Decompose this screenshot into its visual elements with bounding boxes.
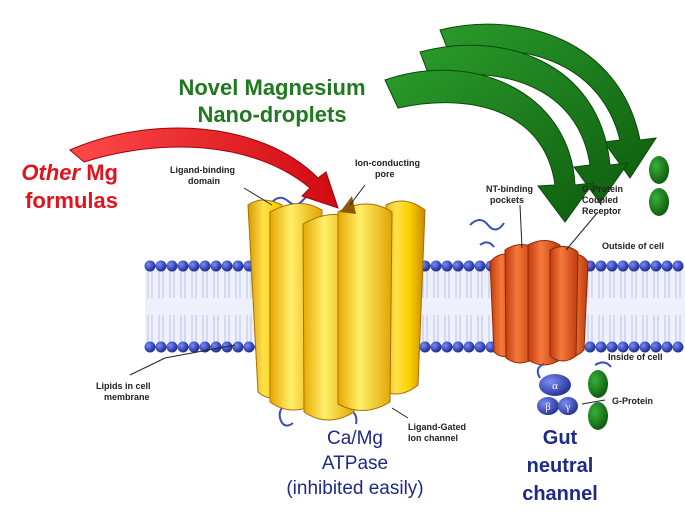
lipid-head	[584, 341, 596, 353]
lipid-head	[617, 341, 629, 353]
lipid-head	[606, 260, 618, 272]
gpcr-label-2: Coupled	[582, 195, 618, 205]
lipid-head	[221, 260, 233, 272]
lipid-head	[595, 260, 607, 272]
lgic-label-2: Ion channel	[408, 433, 458, 443]
lipid-head	[166, 341, 178, 353]
green-oval-top	[649, 156, 669, 184]
lipid-head	[419, 341, 431, 353]
lipid-head	[155, 260, 167, 272]
lipid-head	[441, 341, 453, 353]
lipid-head	[672, 341, 684, 353]
lipid-head	[243, 341, 255, 353]
lipid-head	[166, 260, 178, 272]
lipid-head	[452, 260, 464, 272]
lipid-head	[177, 260, 189, 272]
lipid-head	[188, 260, 200, 272]
ligand-binding-label: Ligand-binding	[170, 165, 235, 175]
green-oval-g1	[588, 370, 608, 398]
gut-label-3: channel	[522, 483, 598, 505]
green-arrow-front	[384, 69, 595, 223]
gut-label-1: Gut	[543, 427, 578, 449]
lipid-head	[210, 341, 222, 353]
lipid-head	[430, 260, 442, 272]
gamma-label: γ	[565, 402, 571, 413]
lipid-head	[210, 260, 222, 272]
novel-heading-line1: Novel Magnesium	[178, 75, 365, 100]
gpcr-receptor	[489, 240, 589, 366]
lipid-head	[617, 260, 629, 272]
lipid-head	[606, 341, 618, 353]
lipid-head	[595, 341, 607, 353]
other-rest: Mg	[80, 160, 118, 185]
gpcr-label-1: G-Protein	[582, 184, 623, 194]
gut-label-2: neutral	[527, 455, 594, 477]
lipid-head	[650, 260, 662, 272]
lipid-head	[639, 260, 651, 272]
lipid-head	[177, 341, 189, 353]
lipid-head	[232, 260, 244, 272]
ion-pore-label: Ion-conducting	[355, 158, 420, 168]
lipid-head	[232, 341, 244, 353]
camg-label-3: (inhibited easily)	[286, 478, 423, 499]
lipid-head	[221, 341, 233, 353]
lipid-head	[430, 341, 442, 353]
ligand-binding-domain-label: domain	[188, 176, 220, 186]
lipid-head	[155, 341, 167, 353]
green-arrow-middle	[419, 44, 630, 204]
g-protein-label: G-Protein	[612, 396, 653, 406]
lipid-head	[144, 341, 156, 353]
camg-label-1: Ca/Mg	[327, 428, 383, 449]
alpha-subunit	[539, 374, 571, 396]
lipid-head	[188, 341, 200, 353]
green-oval-mid	[649, 188, 669, 216]
novel-heading-line2: Nano-droplets	[197, 102, 346, 127]
lipid-head	[650, 341, 662, 353]
g-protein-subunits: α β γ	[536, 363, 578, 415]
lipid-head	[661, 341, 673, 353]
lipid-head	[463, 260, 475, 272]
green-ovals	[588, 156, 669, 430]
gamma-subunit	[558, 397, 578, 415]
lipid-head	[452, 341, 464, 353]
lipid-head	[144, 260, 156, 272]
lipids-label-2: membrane	[104, 392, 150, 402]
pointer-lines	[129, 184, 606, 419]
camg-label-2: ATPase	[322, 453, 388, 474]
lipid-head	[661, 260, 673, 272]
small-labels: Ligand-binding domain Ion-conducting por…	[96, 158, 664, 443]
red-arrow	[69, 127, 339, 209]
green-oval-g2	[588, 402, 608, 430]
lipid-head	[474, 341, 486, 353]
lipid-head	[474, 260, 486, 272]
other-heading-line2: formulas	[25, 188, 118, 213]
lipids-label-1: Lipids in cell	[96, 381, 151, 391]
atpase-channel	[247, 196, 426, 421]
nt-binding-label: NT-binding	[486, 184, 533, 194]
lipid-head	[628, 260, 640, 272]
lipid-head	[199, 260, 211, 272]
lipid-head	[463, 341, 475, 353]
gpcr-label-3: Receptor	[582, 206, 622, 216]
other-heading-line1: Other Mg	[21, 160, 118, 185]
outside-cell-label: Outside of cell	[602, 241, 664, 251]
nt-binding-line2-label: pockets	[490, 195, 524, 205]
beta-label: β	[545, 402, 550, 413]
lipid-head	[441, 260, 453, 272]
alpha-label: α	[552, 380, 558, 392]
inside-cell-label: Inside of cell	[608, 352, 663, 362]
lgic-label-1: Ligand-Gated	[408, 422, 466, 432]
beta-subunit	[537, 397, 559, 415]
lipid-head	[628, 341, 640, 353]
ion-pore-line2-label: pore	[375, 169, 395, 179]
green-arrows	[384, 23, 658, 223]
other-italic: Other	[21, 160, 81, 185]
lipid-head	[672, 260, 684, 272]
lipid-head	[639, 341, 651, 353]
